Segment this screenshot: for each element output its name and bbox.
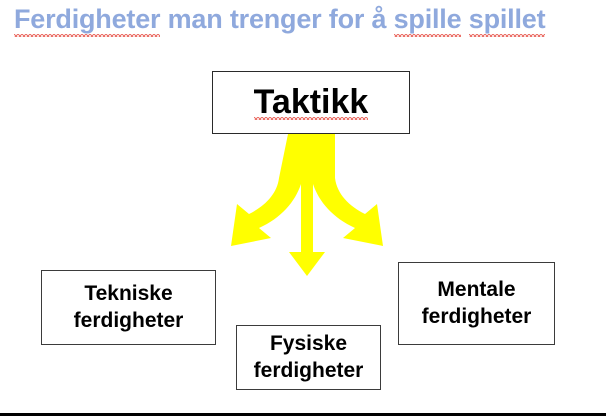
node-label-tekniske-line1: Tekniske [84, 282, 173, 306]
node-label-mentale-line2: ferdigheter [421, 304, 532, 328]
title-word-ferdigheter: Ferdigheter [14, 4, 161, 37]
node-box-taktikk[interactable]: Taktikk [212, 71, 410, 134]
title-word-spillet: spillet [468, 4, 546, 37]
node-box-tekniske[interactable]: Tekniske ferdigheter [41, 270, 216, 345]
node-label-tekniske-line2: ferdigheter [73, 308, 184, 332]
node-box-fysiske[interactable]: Fysiske ferdigheter [236, 325, 381, 390]
title-text-middle: man trenger for å [160, 4, 394, 34]
node-label-fysiske-line1: Fysiske [269, 332, 348, 356]
page-title: Ferdigheter man trenger for å spille spi… [14, 4, 594, 37]
node-label-mentale: Mentale ferdigheter [422, 277, 532, 330]
split-arrow-graphic [231, 134, 383, 276]
node-label-fysiske: Fysiske ferdigheter [254, 331, 364, 384]
node-label-mentale-line1: Mentale [437, 278, 516, 302]
title-word-spille: spille [393, 4, 462, 37]
node-label-tekniske: Tekniske ferdigheter [74, 281, 184, 334]
node-label-taktikk: Taktikk [253, 83, 369, 121]
node-label-fysiske-line2: ferdigheter [253, 358, 364, 382]
title-space [461, 4, 468, 34]
arrow-three-way-path [231, 134, 383, 276]
node-box-mentale[interactable]: Mentale ferdigheter [398, 262, 555, 345]
